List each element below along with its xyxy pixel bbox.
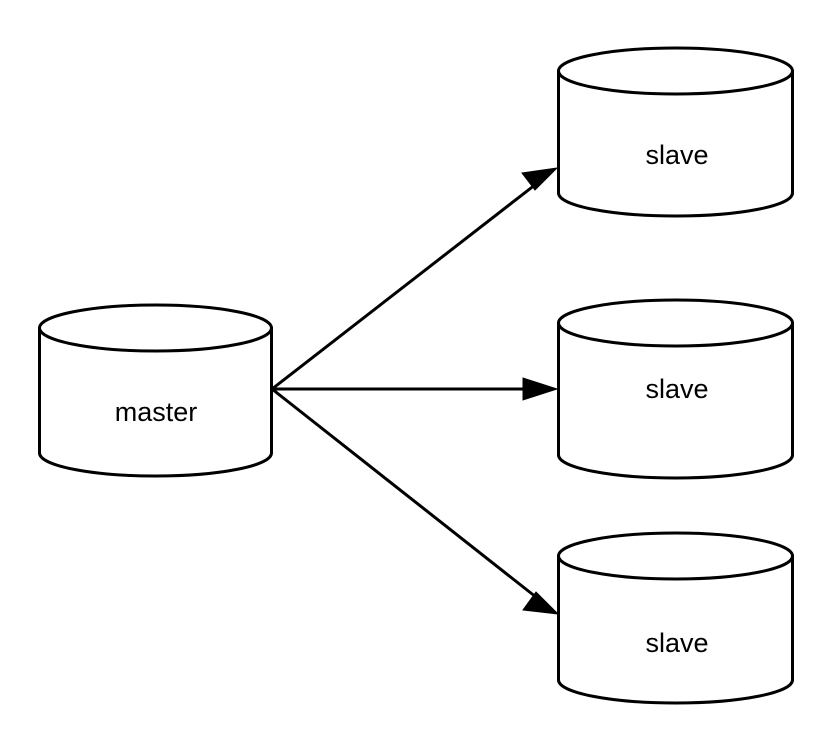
edge-master-to-slave-1[interactable] <box>271 167 559 391</box>
node-label-slave-2: slave <box>645 374 708 404</box>
node-label-slave-3: slave <box>645 628 708 658</box>
cylinder-body <box>557 69 794 218</box>
edge-line <box>271 387 542 603</box>
arrowhead-icon <box>521 167 559 191</box>
cylinder-body <box>557 554 794 705</box>
edge-master-to-slave-2[interactable] <box>272 377 559 401</box>
node-master[interactable]: master <box>38 303 273 478</box>
edge-master-to-slave-3[interactable] <box>271 387 560 615</box>
cylinder-top <box>557 46 794 96</box>
node-label-master: master <box>115 397 198 427</box>
node-slave-1[interactable]: slave <box>557 46 794 218</box>
cylinder-top <box>557 298 794 348</box>
arrowhead-icon <box>522 377 559 401</box>
cylinder-top <box>557 531 794 581</box>
cylinder-body <box>38 326 273 478</box>
edge-line <box>271 179 541 391</box>
node-slave-2[interactable]: slave <box>557 298 794 480</box>
node-label-slave-1: slave <box>645 140 708 170</box>
cylinder-top <box>38 303 273 353</box>
arrowhead-icon <box>522 591 560 615</box>
node-slave-3[interactable]: slave <box>557 531 794 705</box>
cylinder-body <box>557 321 794 480</box>
